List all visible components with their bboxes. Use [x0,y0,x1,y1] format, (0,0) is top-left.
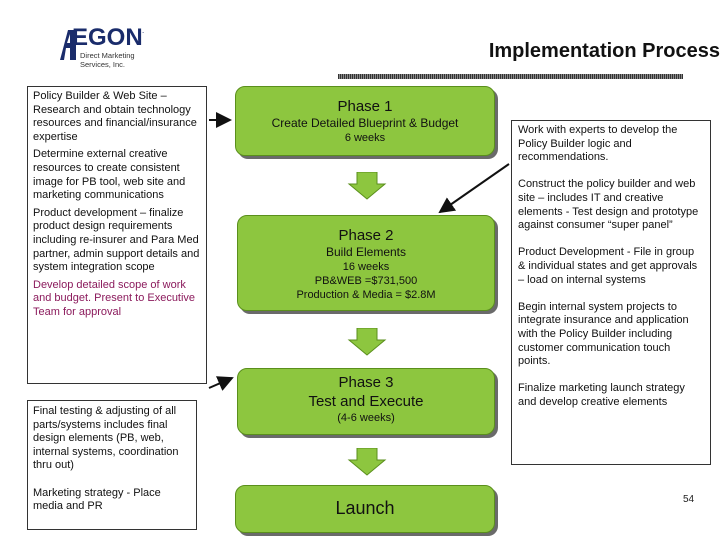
logo-subtitle: Direct Marketing Services, Inc. [80,51,180,69]
launch-box: Launch [235,485,495,533]
phase-1-name: Create Detailed Blueprint & Budget [271,116,459,130]
left-note-item: Policy Builder & Web Site – Research and… [33,90,197,143]
right-note-box: Work with experts to develop the Policy … [511,120,711,465]
page-number: 54 [683,494,695,505]
logo-word: EGON [72,24,143,51]
arrow-right-to-phase2-icon [438,163,510,214]
phase-1-label: Phase 1 [337,98,393,115]
logo-subtitle-line1: Direct Marketing [80,51,135,60]
slide-title: Implementation Process [488,40,720,62]
phase-3-label: Phase 3 [338,374,394,391]
phase-2-box: Phase 2 Build Elements 16 weeks PB&WEB =… [237,215,495,311]
arrow-left-to-phase3-icon [208,376,234,391]
right-note-item: Product Development - File in group & in… [518,246,698,286]
phase-3-name: Test and Execute [308,393,424,410]
phase-2-label: Phase 2 [338,227,394,244]
title-underline [338,74,683,79]
left-note-item: Product development – finalize product d… [33,206,200,274]
phase-2-budget-web: PB&WEB =$731,500 [314,275,418,287]
right-note-item: Construct the policy builder and web sit… [518,178,699,232]
phase-1-box: Phase 1 Create Detailed Blueprint & Budg… [235,86,495,156]
aegon-logo: EGON . Direct Marketing Services, Inc. [58,24,178,70]
phase-2-duration: 16 weeks [342,261,390,273]
down-arrow-icon [347,172,387,200]
left-note-box: Policy Builder & Web Site – Research and… [27,86,207,384]
phase-2-budget-production: Production & Media = $2.8M [296,289,436,301]
phase-1-duration: 6 weeks [344,132,386,144]
phase-3-duration: (4-6 weeks) [337,412,395,424]
right-note-item: Finalize marketing launch strategy and d… [518,382,685,408]
phase-3-box: Phase 3 Test and Execute (4-6 weeks) [237,368,495,435]
left-note-highlight: Develop detailed scope of work and budge… [33,278,196,318]
down-arrow-icon [347,328,387,356]
phase-2-name: Build Elements [325,245,407,259]
down-arrow-icon [347,448,387,476]
right-note-item: Begin internal system projects to integr… [518,300,689,368]
logo-mark: . [142,26,145,35]
launch-label: Launch [335,498,395,518]
bottom-note-item: Final testing & adjusting of all parts/s… [33,405,179,472]
left-note-item: Determine external creative resources to… [33,148,186,202]
right-note-item: Work with experts to develop the Policy … [518,124,678,164]
bottom-note-box: Final testing & adjusting of all parts/s… [27,400,197,530]
aegon-a-logo-icon [60,30,76,60]
bottom-note-item: Marketing strategy - Place media and PR [33,486,161,513]
logo-subtitle-line2: Services, Inc. [80,60,126,69]
